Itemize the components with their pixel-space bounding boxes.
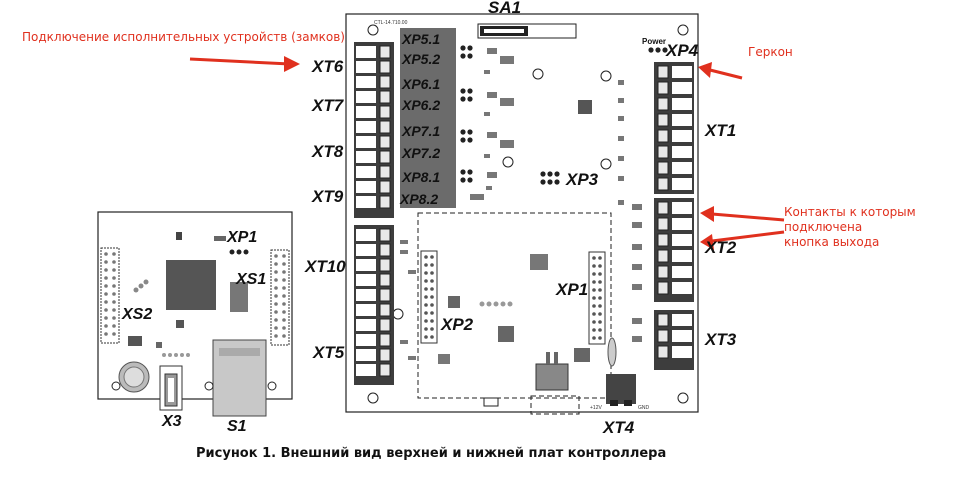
xp8-1-label: XP8.1 xyxy=(402,169,441,185)
xp4-label: XP4 xyxy=(666,41,699,60)
xp2-label: XP2 xyxy=(441,315,474,334)
xp1-bottom-label: XP1 xyxy=(227,229,258,246)
board-id: CTL-14.710.00 xyxy=(374,20,408,26)
s1-label: S1 xyxy=(227,418,247,435)
exit-button-line-1: Контакты к которым xyxy=(784,205,916,219)
xt6-label: XT6 xyxy=(312,57,344,76)
xt8-label: XT8 xyxy=(312,142,344,161)
xp1-top-label: XP1 xyxy=(556,280,589,299)
xp7-1-label: XP7.1 xyxy=(402,123,441,139)
xt10-label: XT10 xyxy=(305,257,346,276)
xp3-label: XP3 xyxy=(566,170,599,189)
xt1-label: XT1 xyxy=(705,121,737,140)
exit-button-line-2: подключена xyxy=(784,220,863,234)
annotation-arrows xyxy=(189,56,785,250)
xp6-2-label: XP6.2 xyxy=(402,97,441,113)
reed-annotation: Геркон xyxy=(748,45,793,59)
xt9-label: XT9 xyxy=(312,187,344,206)
xs2-label: XS2 xyxy=(122,306,153,323)
xs1-label: XS1 xyxy=(236,271,267,288)
xt2-label: XT2 xyxy=(705,238,737,257)
sa1-label: SA1 xyxy=(488,0,522,17)
xt5-label: XT5 xyxy=(313,343,345,362)
gnd-label: GND xyxy=(638,405,650,411)
figure-caption: Рисунок 1. Внешний вид верхней и нижней … xyxy=(196,446,667,461)
xt7-label: XT7 xyxy=(312,96,344,115)
x3-label: X3 xyxy=(162,413,182,430)
bottom-board xyxy=(97,211,293,417)
plus12v-label: +12V xyxy=(590,405,602,411)
xt3-label: XT3 xyxy=(705,330,737,349)
xp5-1-label: XP5.1 xyxy=(402,31,441,47)
top-board: CTL-14.710.00 +12V GND Power xyxy=(345,13,699,415)
xp5-2-label: XP5.2 xyxy=(402,51,441,67)
exit-button-line-3: кнопка выхода xyxy=(784,235,880,249)
xp7-2-label: XP7.2 xyxy=(402,145,441,161)
locks-annotation: Подключение исполнительных устройств (за… xyxy=(22,30,345,44)
exit-button-annotation: Контакты к которым подключена кнопка вых… xyxy=(784,205,916,250)
xp8-2-label: XP8.2 xyxy=(400,191,439,207)
power-label: Power xyxy=(642,37,666,46)
xp6-1-label: XP6.1 xyxy=(402,76,441,92)
xt4-label: XT4 xyxy=(603,418,635,437)
